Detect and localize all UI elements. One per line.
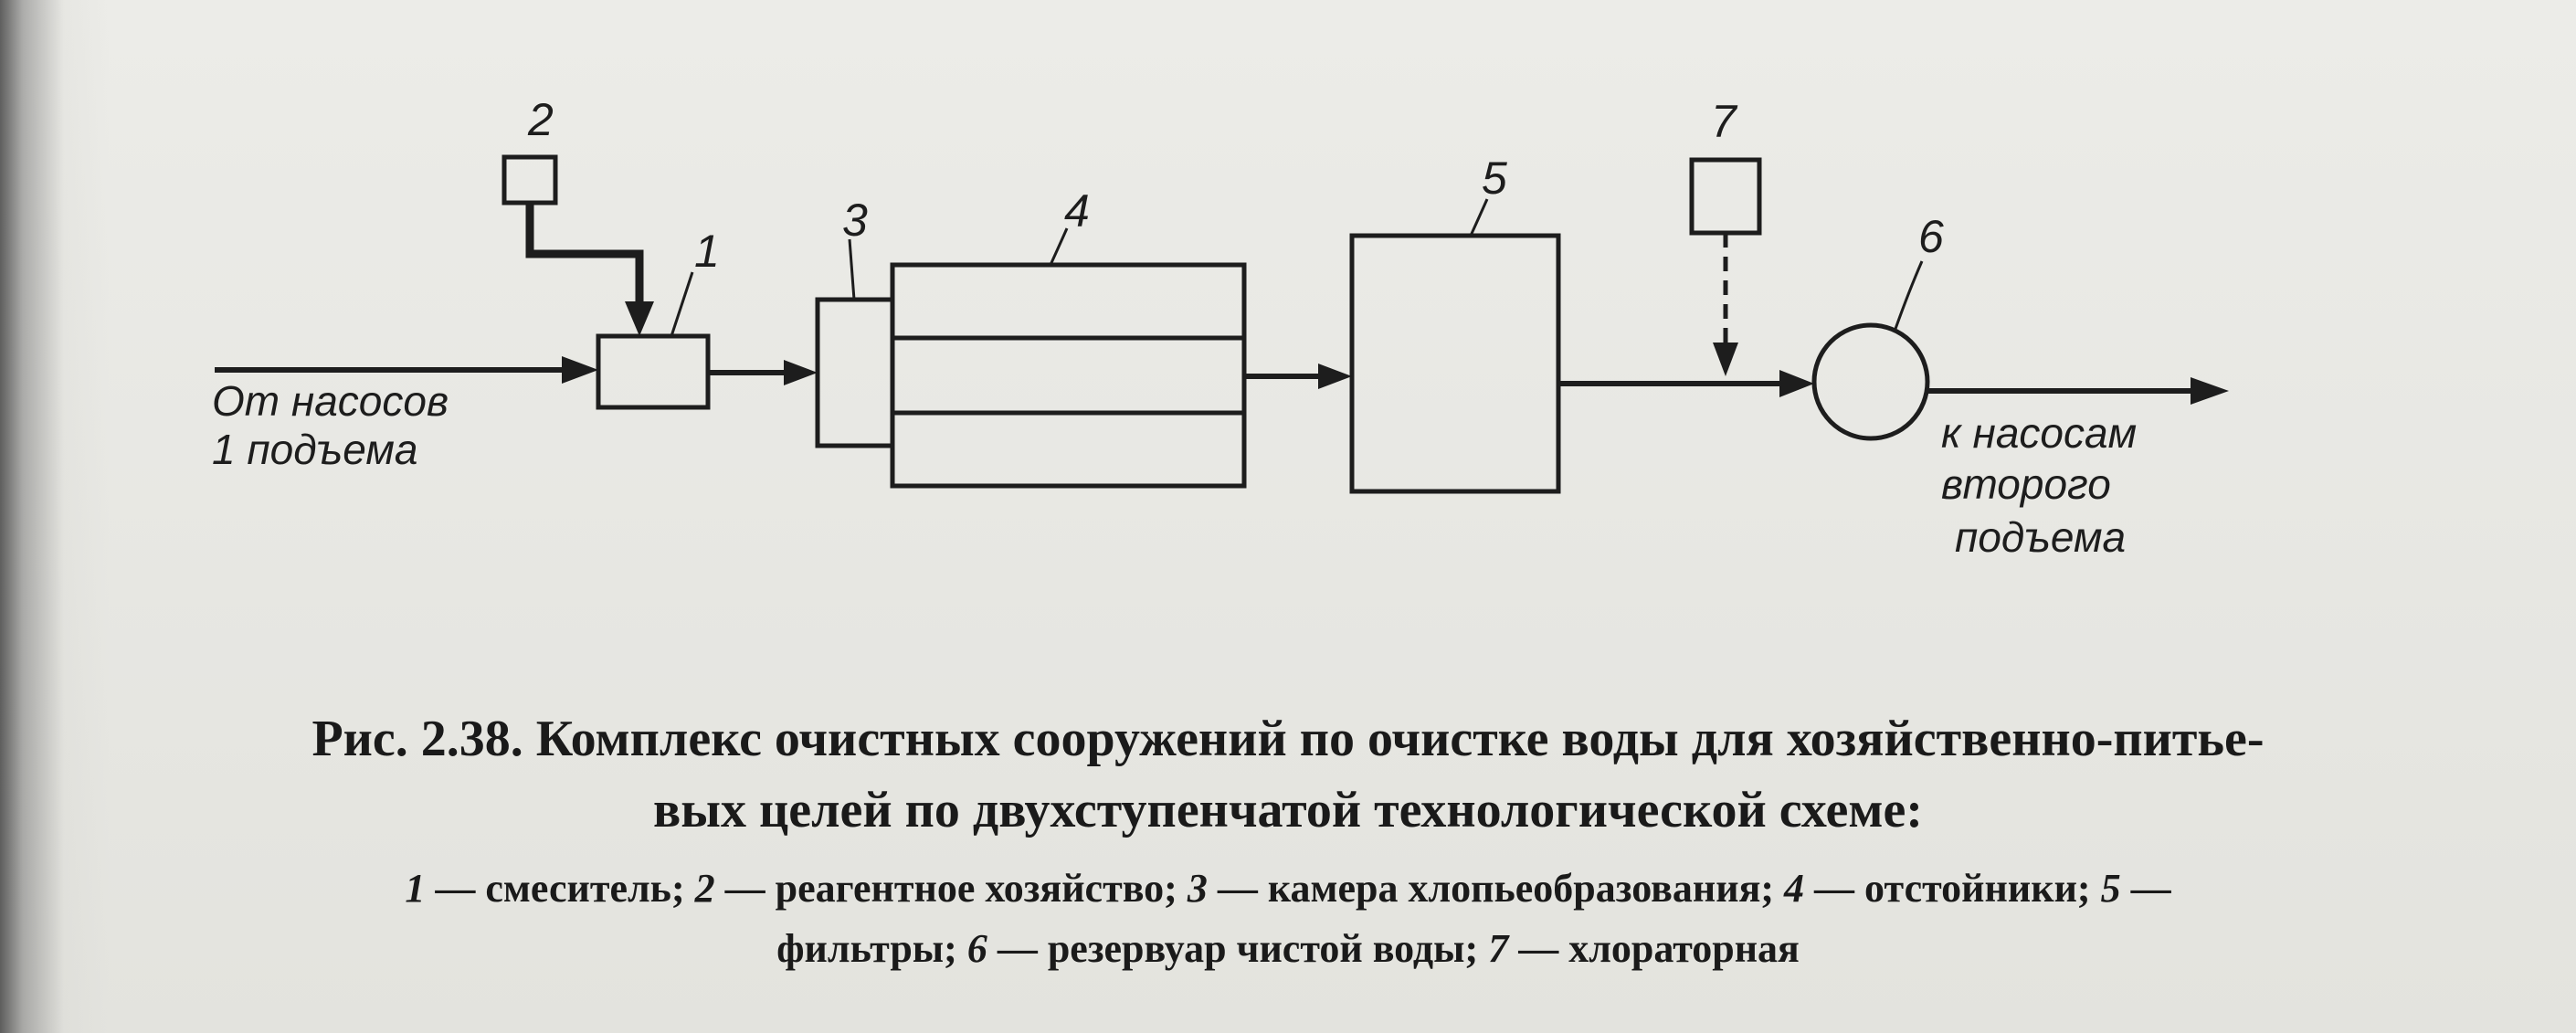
input-label-line1: От насосов [212,377,449,425]
block-5-filters [1349,233,1561,494]
label-7: 7 [1711,96,1738,147]
figure-caption: Рис. 2.38. Комплекс очистных сооружений … [0,703,2576,979]
block-1-mixer [596,333,711,410]
legend-item-5-num: 5 — [2100,866,2171,911]
caption-title: Рис. 2.38. Комплекс очистных сооружений … [119,703,2457,846]
leader-1 [670,271,694,337]
caption-legend-line1: 1 — смеситель; 2 — реагентное хозяйство;… [100,859,2476,919]
legend-item-5-name: фильтры; [776,926,967,971]
outlet-arrowhead [2191,377,2229,405]
chlorine-arrowhead [1713,343,1738,376]
label-2: 2 [527,94,554,145]
label-3: 3 [842,195,868,246]
leader-3 [848,238,856,300]
caption-legend-line2: фильтры; 6 — резервуар чистой воды; 7 — … [100,919,2476,979]
label-5: 5 [1482,153,1507,204]
label-6: 6 [1918,211,1944,262]
caption-title-line2: вых целей по двухступенчатой технологиче… [653,782,1923,838]
filters-to-reservoir-arrowhead [1779,370,1814,397]
leader-4 [1049,227,1069,266]
block-2-reagent [501,154,558,206]
output-label-line2: второго [1941,460,2111,508]
label-1: 1 [694,226,720,277]
settlers-to-filters-arrowhead [1318,364,1352,389]
reagent-arrowhead [625,301,654,336]
caption-title-line1: Рис. 2.38. Комплекс очистных сооружений … [311,711,2265,767]
legend-item-3: 3 — камера хлопьеобразования; [1187,866,1785,911]
mixer-to-chamber-arrowhead [784,360,818,385]
leader-6 [1894,260,1924,330]
block-6-reservoir [1811,322,1930,441]
output-label-line1: к насосам [1941,409,2137,457]
flow-diagram: 2 1 3 4 5 7 6 От насосов 1 подъема к нас… [212,94,2229,561]
reagent-line [525,203,644,306]
legend-item-1: 1 — смеситель; [405,866,695,911]
block-7-chlorination [1689,157,1762,236]
input-label-line2: 1 подъема [212,426,417,473]
legend-item-7: 7 — хлораторная [1488,926,1800,971]
caption-legend: 1 — смеситель; 2 — реагентное хозяйство;… [100,859,2476,979]
output-label-line3: подъема [1955,513,2126,561]
label-4: 4 [1064,185,1090,237]
block-3-flocculation [815,297,895,448]
legend-item-6: 6 — резервуар чистой воды; [966,926,1489,971]
legend-item-4: 4 — отстойники; [1784,866,2101,911]
leader-5 [1469,198,1489,237]
legend-item-2: 2 — реагентное хозяйство; [694,866,1188,911]
block-4-settlers [890,262,1247,489]
inlet-arrowhead [562,356,598,384]
